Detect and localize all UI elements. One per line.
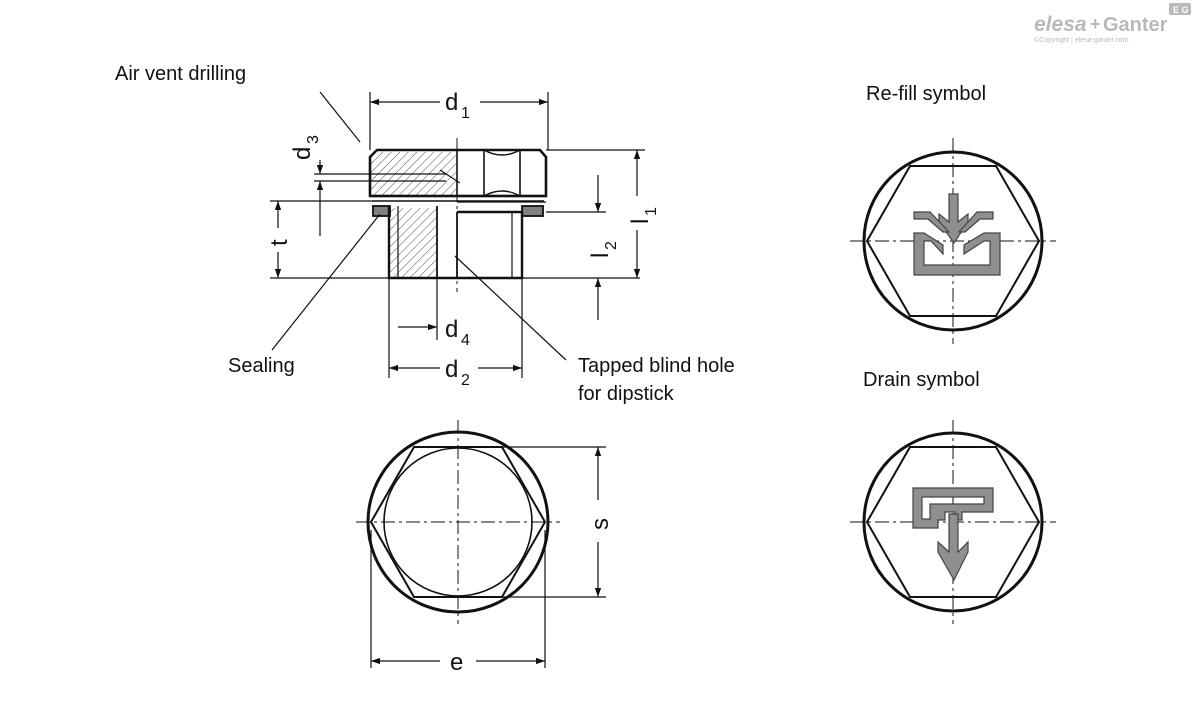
brand-logo: elesa + Ganter E G ©Copyright | elesa-ga… [1034,3,1191,44]
dimension-d2: d 2 [445,356,470,389]
svg-text:2: 2 [603,241,620,250]
svg-text:s: s [587,518,614,530]
svg-text:l: l [587,253,614,258]
dimension-l2: l 2 [587,241,620,258]
label-sealing: Sealing [228,355,295,377]
logo-brand-plus: + [1090,14,1101,34]
svg-text:4: 4 [461,332,470,349]
svg-text:l: l [627,219,654,224]
label-for-dipstick: for dipstick [578,383,675,405]
refill-symbol-view [850,138,1056,344]
logo-copyright: ©Copyright | elesa-ganter.com [1034,36,1129,44]
drain-symbol-view [850,420,1056,624]
dimension-d4: d 4 [445,316,470,349]
svg-text:d: d [445,356,458,383]
drain-arrow-icon [912,487,994,582]
svg-text:d: d [445,316,458,343]
side-dimensions [270,91,645,378]
logo-brand-right: Ganter [1103,14,1168,36]
label-tapped-blind-hole: Tapped blind hole [578,355,735,377]
svg-text:1: 1 [461,105,470,122]
logo-badge [1169,3,1191,15]
front-view [356,420,560,624]
dimension-d1: d 1 [445,89,470,122]
dimension-d3: d 3 [289,135,322,160]
svg-text:t: t [266,239,293,246]
label-drain-symbol: Drain symbol [863,369,980,391]
front-dimensions [370,446,606,668]
dimension-s: s [587,518,614,530]
svg-text:d: d [445,89,458,116]
refill-arrow-icon [913,193,1001,276]
label-air-vent-drilling: Air vent drilling [115,63,246,85]
label-refill-symbol: Re-fill symbol [866,83,986,105]
svg-text:2: 2 [461,372,470,389]
side-section-view [340,138,640,292]
dimension-t: t [266,239,293,246]
svg-text:d: d [289,147,316,160]
dimension-l1: l 1 [627,207,660,224]
dimension-e: e [450,649,463,676]
logo-badge-text: E G [1173,5,1189,15]
svg-text:3: 3 [305,135,322,144]
svg-text:1: 1 [643,207,660,216]
logo-brand-left: elesa [1034,13,1087,36]
